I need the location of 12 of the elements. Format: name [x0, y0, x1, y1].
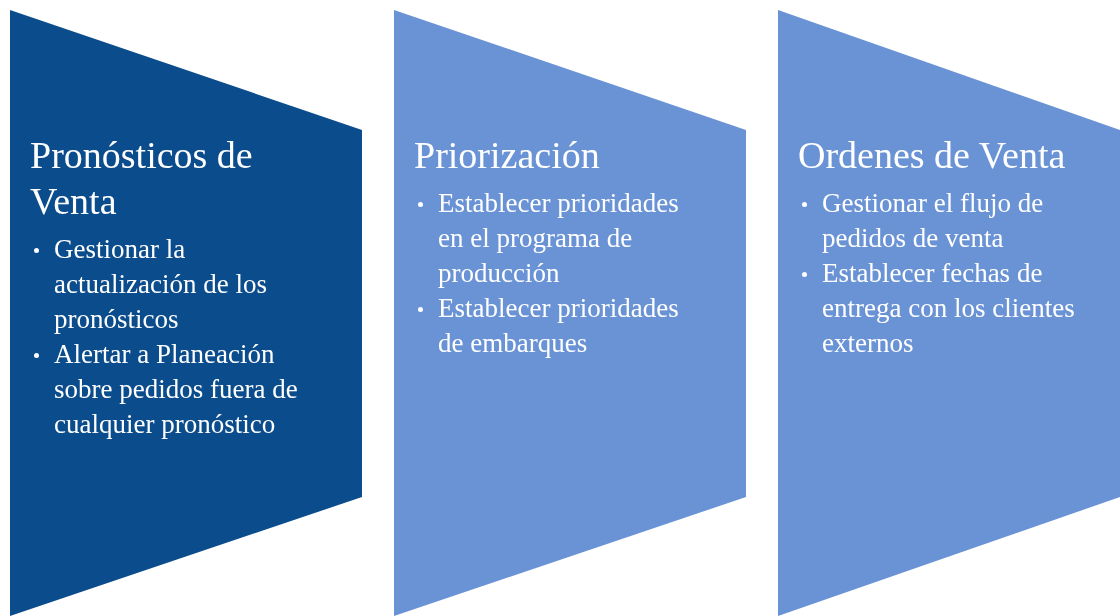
bullet-point: Establecer prioridades de embarques	[438, 291, 684, 361]
bullet-point: Establecer prioridades en el programa de producción	[438, 186, 684, 291]
panel-heading: Priorización	[414, 133, 601, 178]
chevron-panel	[10, 10, 362, 616]
bullet-point: Gestionar el flujo de pedidos de venta	[822, 186, 1108, 256]
panel-heading: Pronósticos de Venta	[30, 133, 254, 224]
panel-heading: Ordenes de Venta	[798, 133, 1067, 178]
chevron-panel	[394, 10, 746, 616]
chevron-panel	[778, 10, 1120, 616]
bullet-point: Alertar a Planeación sobre pedidos fuera de cualquier pronóstico	[54, 337, 330, 442]
bullet-point: Gestionar la actualización de los pronósticos	[54, 232, 330, 337]
bullet-point: Establecer fechas de entrega con los clientes externos	[822, 256, 1108, 361]
